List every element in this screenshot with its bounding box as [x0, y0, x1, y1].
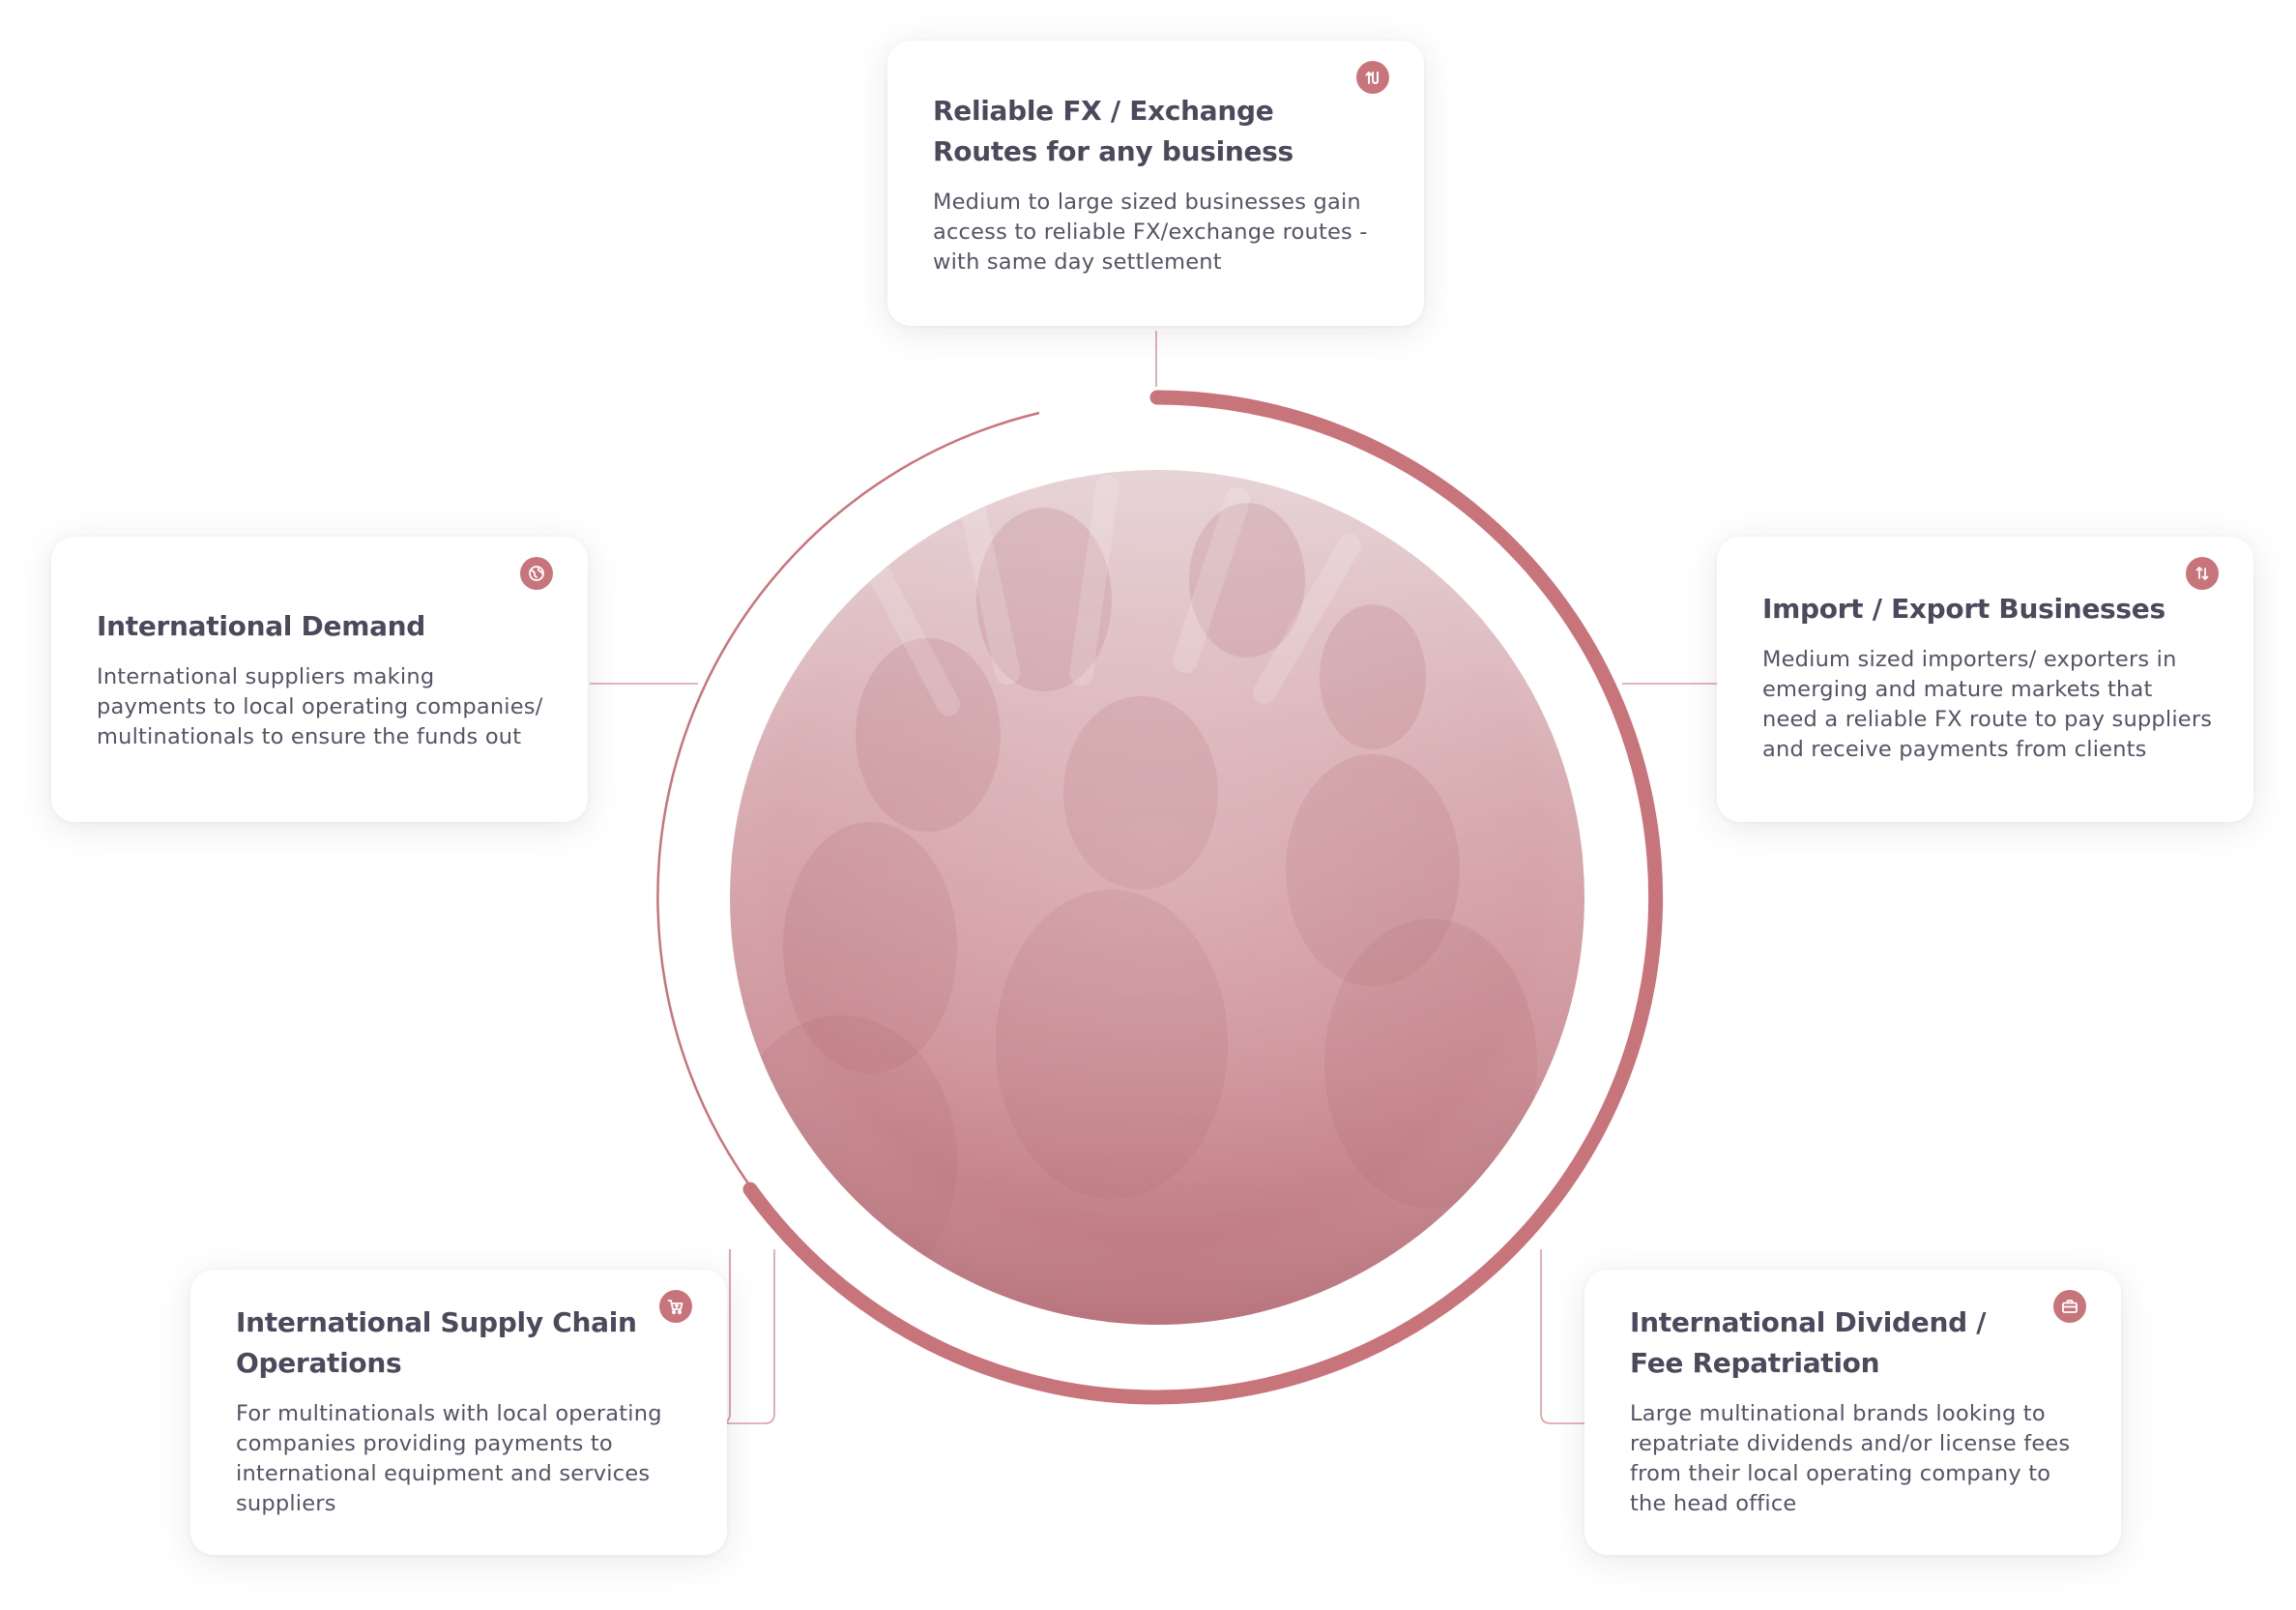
card-import-export: Import / Export Businesses Medium sized …: [1717, 537, 2253, 822]
card-description: Large multinational brands looking to re…: [1630, 1401, 2071, 1516]
card-title-line2: Routes for any business: [933, 135, 1293, 167]
card-description: Medium to large sized businesses gain ac…: [933, 190, 1368, 275]
card-title-line1: International Dividend /: [1630, 1306, 1987, 1338]
card-reliable-fx: Reliable FX / Exchange Routes for any bu…: [887, 41, 1424, 326]
globe-icon: [520, 557, 553, 590]
card-dividend-repatriation: International Dividend / Fee Repatriatio…: [1584, 1270, 2121, 1555]
card-body: Reliable FX / Exchange Routes for any bu…: [933, 41, 1383, 278]
card-title-line2: Fee Repatriation: [1630, 1347, 1880, 1379]
card-supply-chain: International Supply Chain Operations Fo…: [190, 1270, 727, 1555]
card-body: Import / Export Businesses Medium sized …: [1762, 537, 2213, 765]
connector-bottom-right: [1540, 1249, 1584, 1424]
card-body: International Supply Chain Operations Fo…: [236, 1270, 686, 1519]
up-down-arrows-icon: [2186, 557, 2219, 590]
exchange-arrows-icon: [1356, 61, 1389, 94]
card-title-line1: International Supply Chain: [236, 1306, 637, 1338]
shopping-cart-icon: [659, 1290, 692, 1323]
card-title: International Demand: [97, 610, 426, 642]
card-title: International Supply Chain Operations: [236, 1303, 686, 1384]
card-title: Reliable FX / Exchange Routes for any bu…: [933, 91, 1383, 172]
card-body: International Demand International suppl…: [97, 537, 547, 752]
card-international-demand: International Demand International suppl…: [51, 537, 588, 822]
card-description: Medium sized importers/ exporters in eme…: [1762, 647, 2213, 762]
briefcase-icon: [2053, 1290, 2086, 1323]
progress-arc: [742, 390, 1664, 1405]
card-body: International Dividend / Fee Repatriatio…: [1630, 1270, 2080, 1519]
card-title: International Dividend / Fee Repatriatio…: [1630, 1303, 2080, 1384]
card-description: For multinationals with local operating …: [236, 1401, 662, 1516]
connector-bottom-left-foot: [727, 1249, 775, 1424]
card-description: International suppliers making payments …: [97, 664, 543, 749]
card-title: Import / Export Businesses: [1762, 593, 2165, 625]
card-title-line2: Operations: [236, 1347, 402, 1379]
center-photo: [730, 470, 1584, 1325]
card-title-line1: Reliable FX / Exchange: [933, 95, 1274, 127]
